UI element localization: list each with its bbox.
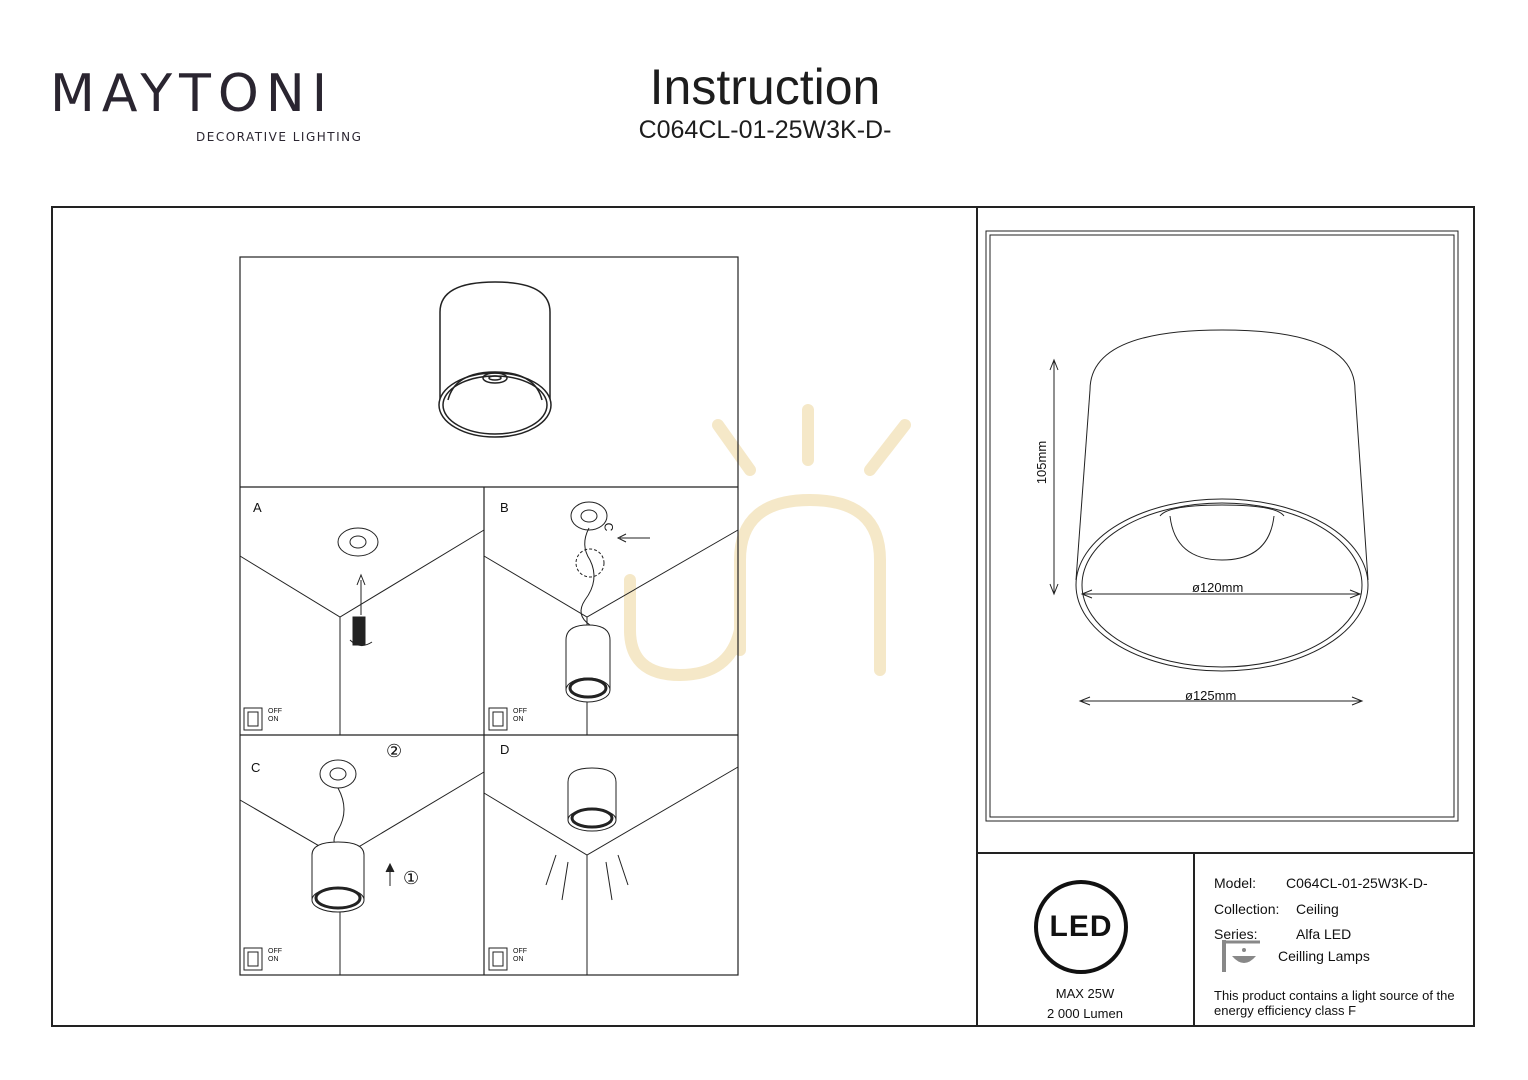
led-label: LED <box>1049 910 1113 943</box>
spec-series-label: Series: <box>1214 926 1258 942</box>
watermark <box>624 404 911 682</box>
energy-note-line2: energy efficiency class F <box>1214 1003 1357 1018</box>
instruction-frame <box>51 206 1475 1027</box>
step-b-label: B <box>500 500 509 515</box>
step-a-label: A <box>253 500 262 515</box>
ceiling-lamp-icon <box>1222 940 1260 972</box>
led-lumen: 2 000 Lumen <box>1047 1006 1123 1021</box>
led-power: MAX 25W <box>1055 986 1115 1001</box>
step-c-mark-1: ① <box>403 868 420 888</box>
frame-divider-vertical <box>976 206 978 1027</box>
dim-outer-diameter: ø125mm <box>1185 688 1237 703</box>
frame-divider-horizontal <box>976 852 1475 854</box>
energy-note-line1: This product contains a light source of … <box>1214 988 1455 1003</box>
step-c-label: C <box>251 760 261 775</box>
led-badge: LED <box>1034 880 1128 974</box>
brand-logo: MAYTONI <box>50 64 335 124</box>
brand-tagline: DECORATIVE LIGHTING <box>196 130 363 144</box>
step-c-mark-2: ② <box>386 741 403 761</box>
spec-collection-value: Ceiling <box>1296 901 1339 917</box>
spec-model-label: Model: <box>1214 875 1257 891</box>
wall-switch-icons <box>243 707 508 971</box>
spec-collection-label: Collection: <box>1214 901 1280 917</box>
spec-series-value: Alfa LED <box>1296 926 1352 942</box>
lamp-illustration-top <box>438 281 552 438</box>
spec-type-value: Ceilling Lamps <box>1278 948 1370 964</box>
step-d-label: D <box>500 742 510 757</box>
dim-height: 105mm <box>1034 440 1050 485</box>
model-code: C064CL-01-25W3K-D- <box>638 116 892 144</box>
spec-divider <box>1193 852 1195 1027</box>
page-title: Instruction <box>649 59 881 115</box>
dim-inner-diameter: ø120mm <box>1192 580 1244 595</box>
spec-model-value: C064CL-01-25W3K-D- <box>1286 875 1428 891</box>
